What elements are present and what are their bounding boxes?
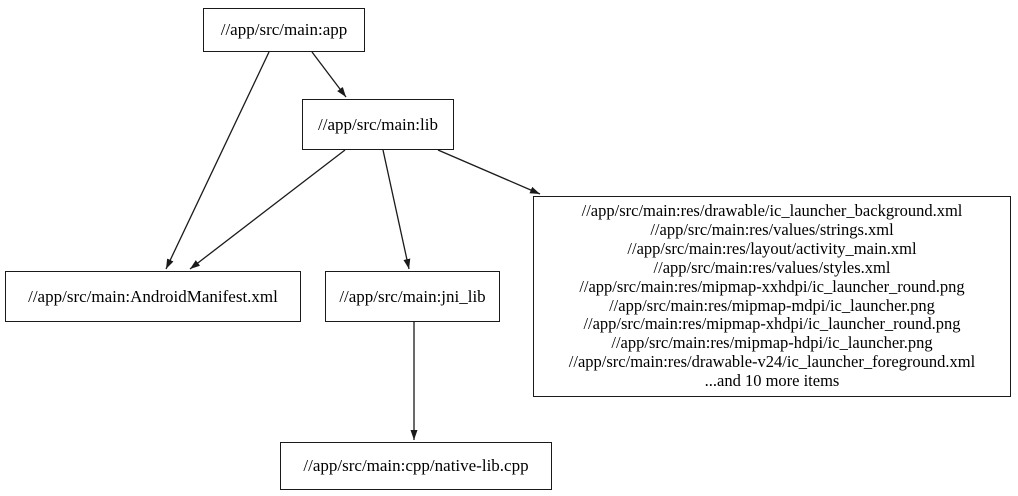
graph-node-app: //app/src/main:app xyxy=(203,8,365,52)
graph-node-lib: //app/src/main:lib xyxy=(302,99,454,150)
edge-lib-to-resources xyxy=(437,149,541,195)
resource-line: //app/src/main:res/mipmap-hdpi/ic_launch… xyxy=(611,333,933,353)
edge-lib-to-jni-lib xyxy=(382,149,411,270)
graph-node-android-manifest: //app/src/main:AndroidManifest.xml xyxy=(5,271,301,322)
resource-line: //app/src/main:res/drawable/ic_launcher_… xyxy=(581,200,963,220)
edge-app-to-lib xyxy=(311,51,347,98)
resource-line: //app/src/main:res/layout/activity_main.… xyxy=(627,238,917,258)
resource-line: //app/src/main:res/mipmap-mdpi/ic_launch… xyxy=(609,295,935,315)
resource-line: //app/src/main:res/drawable-v24/ic_launc… xyxy=(568,352,976,372)
node-label: //app/src/main:jni_lib xyxy=(339,286,486,306)
resource-line: //app/src/main:res/values/strings.xml xyxy=(650,219,894,239)
edge-app-to-manifest xyxy=(165,51,270,270)
edge-lib-to-manifest xyxy=(189,149,346,270)
node-label: //app/src/main:AndroidManifest.xml xyxy=(28,286,278,306)
node-label: //app/src/main:cpp/native-lib.cpp xyxy=(303,456,529,475)
graph-node-resources: //app/src/main:res/drawable/ic_launcher_… xyxy=(533,196,1011,397)
graph-node-jni-lib: //app/src/main:jni_lib xyxy=(325,271,500,322)
resource-line-more-items: ...and 10 more items xyxy=(704,371,840,391)
resource-line: //app/src/main:res/mipmap-xhdpi/ic_launc… xyxy=(583,314,961,334)
node-label: //app/src/main:app xyxy=(220,20,348,39)
resource-line: //app/src/main:res/values/styles.xml xyxy=(653,257,891,277)
resource-line: //app/src/main:res/mipmap-xxhdpi/ic_laun… xyxy=(579,276,965,296)
graph-node-native-lib-cpp: //app/src/main:cpp/native-lib.cpp xyxy=(280,442,552,490)
node-label: //app/src/main:lib xyxy=(318,114,438,134)
